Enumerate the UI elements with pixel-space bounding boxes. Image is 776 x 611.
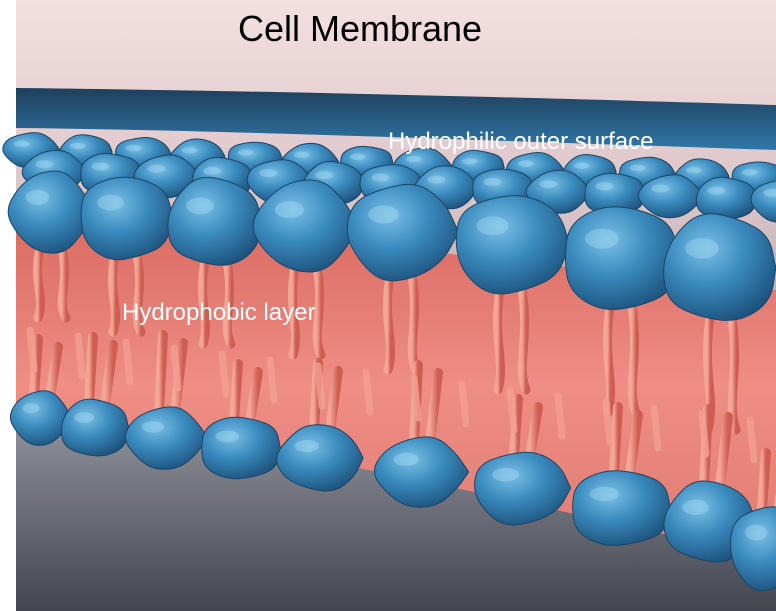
- lipid-tail-mid: [78, 336, 82, 376]
- lipid-tail-top: [387, 276, 390, 370]
- phospholipid-head-back-highlight: [350, 154, 366, 160]
- phospholipid-head-back-highlight: [483, 178, 501, 186]
- phospholipid-head-back: [696, 177, 755, 219]
- lipid-tail-mid: [510, 390, 514, 430]
- lipid-tail-top: [112, 256, 115, 332]
- phospholipid-head: [664, 214, 776, 321]
- phospholipid-head-back-highlight: [742, 169, 758, 175]
- phospholipid-head-highlight: [368, 206, 399, 224]
- phospholipid-head-back-highlight: [595, 182, 613, 190]
- phospholipid-head-back-highlight: [686, 167, 702, 173]
- phospholipid-head-back-highlight: [630, 165, 646, 171]
- phospholipid-head: [573, 471, 671, 546]
- phospholipid-head-back-highlight: [315, 171, 333, 179]
- lipid-tail-mid: [414, 378, 418, 418]
- phospholipid-head-back-highlight: [126, 145, 142, 151]
- phospholipid-head-back-highlight: [147, 165, 165, 173]
- lipid-tail-top: [607, 307, 610, 413]
- phospholipid-head-highlight: [74, 412, 94, 423]
- phospholipid-head-back-highlight: [427, 176, 445, 184]
- lipid-tail-mid: [270, 360, 274, 400]
- phospholipid-head-highlight: [492, 468, 519, 482]
- lipid-tail-bottom: [762, 453, 766, 508]
- phospholipid-head-back-highlight: [651, 185, 669, 193]
- lipid-tail-mid: [606, 402, 610, 442]
- phospholipid-head-back-highlight: [238, 149, 254, 155]
- phospholipid-head: [61, 399, 128, 456]
- phospholipid-head-highlight: [142, 421, 164, 433]
- lipid-tail-mid: [174, 348, 178, 388]
- phospholipid-head-back-highlight: [406, 156, 422, 162]
- lipid-tail-top: [522, 290, 526, 390]
- hydrophobic-layer-label: Hydrophobic layer: [122, 299, 315, 327]
- phospholipid-head-back-highlight: [574, 163, 590, 169]
- phospholipid-head-back-highlight: [462, 158, 478, 164]
- phospholipid-head-back-highlight: [294, 152, 310, 158]
- lipid-tail-mid: [654, 408, 658, 448]
- phospholipid-head-back-highlight: [259, 169, 277, 177]
- phospholipid-head: [81, 177, 173, 259]
- phospholipid-head-highlight: [186, 198, 214, 215]
- phospholipid-head-back-highlight: [70, 143, 86, 149]
- phospholipid-head-highlight: [97, 195, 124, 211]
- lipid-tail-bottom: [159, 335, 163, 410]
- lipid-tail-top: [497, 290, 500, 390]
- lipid-tail-top: [732, 318, 736, 430]
- phospholipid-head-highlight: [682, 500, 709, 515]
- lipid-tail-bottom: [89, 337, 93, 402]
- lipid-tail-top: [632, 307, 636, 413]
- phospholipid-head-back-highlight: [14, 141, 30, 147]
- phospholipid-head: [202, 417, 281, 479]
- hydrophilic-surface-label: Hydrophilic outer surface: [388, 128, 653, 156]
- lipid-tail-mid: [750, 420, 754, 460]
- phospholipid-head: [168, 177, 262, 265]
- lipid-tail-mid: [126, 342, 130, 382]
- lipid-tail-mid: [558, 396, 562, 436]
- phospholipid-head-back-highlight: [539, 180, 557, 188]
- lipid-tail-top: [37, 248, 40, 318]
- lipid-tail-mid: [222, 354, 226, 394]
- diagram-title: Cell Membrane: [0, 8, 720, 50]
- phospholipid-head-back-highlight: [203, 167, 221, 175]
- phospholipid-head-highlight: [26, 190, 50, 205]
- lipid-tail-top: [62, 248, 66, 318]
- phospholipid-head: [565, 207, 678, 310]
- lipid-tail-mid: [702, 414, 706, 454]
- lipid-tail-mid: [318, 366, 322, 406]
- phospholipid-head-back-highlight: [91, 163, 109, 171]
- lipid-tail-bottom: [234, 364, 238, 419]
- lipid-tail-top: [412, 276, 416, 370]
- phospholipid-head-back-highlight: [182, 147, 198, 153]
- phospholipid-head-highlight: [393, 453, 419, 466]
- lipid-tail-mid: [366, 372, 370, 412]
- phospholipid-head-highlight: [23, 403, 40, 413]
- phospholipid-head-highlight: [275, 201, 304, 218]
- phospholipid-head-back-highlight: [371, 174, 389, 182]
- phospholipid-head-back-highlight: [518, 160, 534, 166]
- lipid-tail-top: [317, 267, 321, 355]
- phospholipid-head-back-highlight: [707, 187, 725, 195]
- phospholipid-head-back-highlight: [35, 160, 53, 168]
- phospholipid-head-highlight: [685, 238, 719, 258]
- lipid-tail-mid: [462, 384, 466, 424]
- phospholipid-head-highlight: [295, 440, 320, 452]
- phospholipid-head-highlight: [476, 216, 508, 235]
- phospholipid-head-highlight: [216, 431, 240, 443]
- lipid-tail-bottom: [614, 407, 618, 472]
- lipid-tail-mid: [30, 330, 34, 370]
- left-margin: [0, 0, 16, 611]
- phospholipid-head-highlight: [590, 487, 619, 501]
- phospholipid-head-highlight: [585, 229, 619, 249]
- phospholipid-head-highlight: [745, 525, 767, 541]
